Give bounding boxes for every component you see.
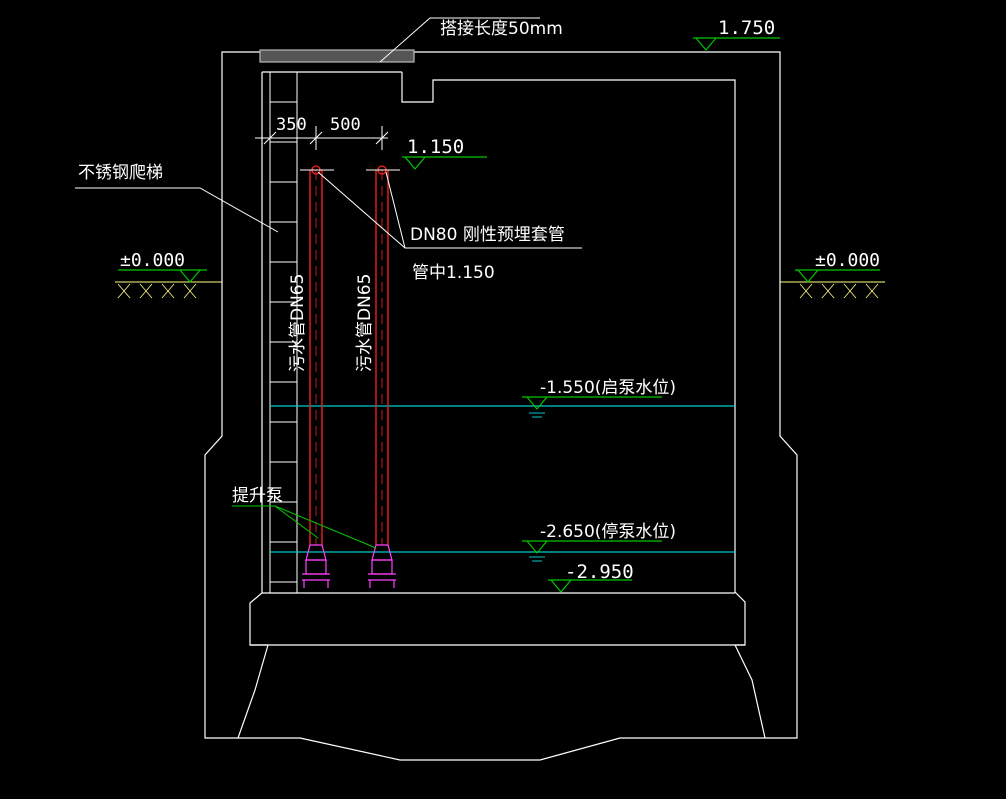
dim-left-label: 350: [276, 115, 307, 135]
ladder-label: 不锈钢爬梯: [78, 163, 163, 183]
sleeve-label: DN80 刚性预埋套管: [410, 225, 565, 245]
sleeve-center-label: 管中1.150: [412, 263, 495, 283]
triangle-elevation-icon: [118, 269, 207, 283]
water-level-icon: [522, 396, 662, 418]
ground-right-label: ±0.000: [815, 250, 880, 271]
leader-pump: [232, 505, 377, 549]
pipe-right-label: 污水管DN65: [355, 274, 375, 372]
bottom-slab: [250, 592, 745, 646]
leader-lines: [75, 17, 582, 249]
triangle-elevation-icon: [795, 269, 880, 283]
bottom-elevation-label: -2.950: [565, 561, 634, 583]
water-level-icon: [522, 540, 662, 562]
outer-wall-outline: [204, 51, 798, 761]
sewage-pipes: [309, 165, 389, 545]
pipe-left: [309, 165, 323, 545]
cover-plate: [259, 49, 415, 63]
dim-spacing-label: 500: [330, 115, 361, 135]
stop-level-label: -2.650(停泵水位): [540, 522, 676, 542]
submersible-pump-icon: [302, 544, 330, 588]
leader-ladder: [75, 187, 279, 233]
top-elevation-label: 1.750: [718, 17, 775, 39]
pipe-right: [375, 165, 389, 545]
start-level-label: -1.550(启泵水位): [540, 378, 676, 398]
leader-sleeve: [317, 171, 582, 249]
inner-wall-outline: [401, 72, 766, 739]
soil-hatch-icon: [780, 281, 885, 299]
pipe-left-label: 污水管DN65: [288, 274, 308, 372]
triangle-elevation-icon: [548, 579, 632, 593]
ground-left-label: ±0.000: [120, 250, 185, 271]
triangle-elevation-icon: [693, 37, 780, 51]
leader-overlap: [379, 17, 540, 63]
pipe-top-elevation-label: 1.150: [407, 136, 464, 158]
dimension-lines: [255, 126, 400, 171]
pump-label: 提升泵: [232, 486, 283, 506]
ladder: [269, 72, 298, 593]
water-levels: [270, 405, 735, 553]
pit-structure: [204, 49, 798, 761]
overlap-note: 搭接长度50mm: [440, 19, 563, 39]
triangle-elevation-icon: [402, 156, 487, 170]
soil-hatch-icon: [115, 281, 222, 299]
submersible-pump-icon: [368, 544, 396, 588]
